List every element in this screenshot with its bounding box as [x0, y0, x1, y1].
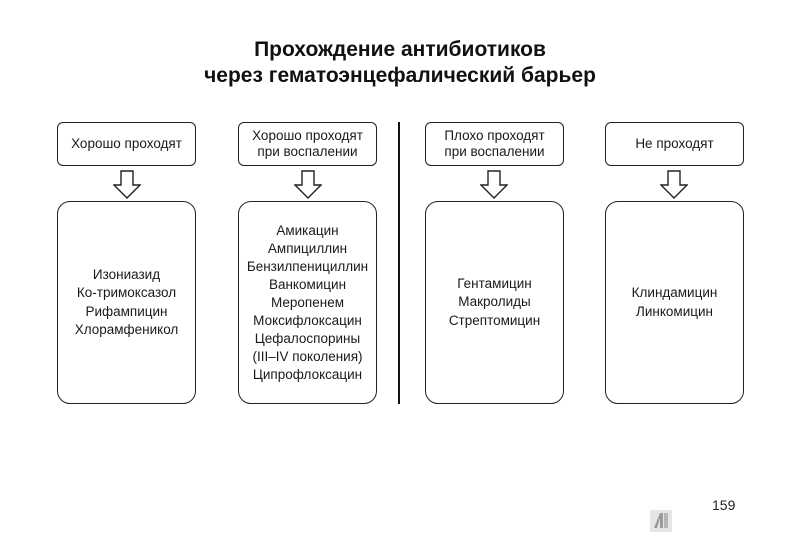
drug-item: Макролиды [458, 294, 531, 310]
diagram-title-line-2: через гематоэнцефалический барьер [204, 64, 596, 87]
drug-item: Меропенем [271, 294, 344, 310]
down-arrow-icon [660, 170, 688, 199]
drug-item: Амикацин [276, 222, 339, 238]
header-poor-pass-inflammation: Плохо проходят при воспалении [425, 122, 564, 166]
drug-item: Стрептомицин [448, 312, 541, 328]
drug-item: Изониазид [92, 266, 161, 282]
drugs-box-well-pass: Изониазид Ко-тримоксазол Рифампицин Хлор… [57, 201, 196, 404]
drug-item: Цефалоспорины [254, 330, 361, 346]
column-divider [398, 122, 400, 404]
drugs-box-well-pass-inflammation: Амикацин Ампициллин Бензилпенициллин Ван… [238, 201, 377, 404]
drug-item: Ампициллин [267, 240, 348, 256]
publisher-logo-icon [650, 510, 672, 532]
page-number: 159 [712, 497, 736, 513]
header-no-pass: Не проходят [605, 122, 744, 166]
drug-item: Рифампицин [85, 303, 168, 319]
diagram-title-line-1: Прохождение антибиотиков [254, 38, 546, 61]
header-well-pass-line-1: Хорошо проходят [71, 136, 182, 151]
drug-item: (III–IV поколения) [252, 348, 363, 364]
down-arrow-icon [480, 170, 508, 199]
drug-item: Моксифлоксацин [253, 312, 362, 328]
drug-item: Бензилпенициллин [246, 258, 369, 274]
drug-item: Ципрофлоксацин [252, 366, 363, 382]
drug-item: Клиндамицин [631, 285, 718, 300]
header-well-pass-inflammation-line-2: при воспалении [257, 144, 358, 159]
header-well-pass: Хорошо проходят [57, 122, 196, 166]
drug-item: Гентамицин [457, 275, 532, 291]
drug-item: Ко-тримоксазол [76, 285, 177, 300]
drug-item: Хлорамфеникол [74, 322, 179, 337]
drug-item: Линкомицин [636, 303, 713, 319]
drug-item: Ванкомицин [268, 276, 347, 292]
header-well-pass-inflammation: Хорошо проходят при воспалении [238, 122, 377, 166]
drugs-box-poor-pass-inflammation: Гентамицин Макролиды Стрептомицин [425, 201, 564, 404]
header-well-pass-inflammation-line-1: Хорошо проходят [252, 128, 363, 143]
down-arrow-icon [294, 170, 322, 199]
down-arrow-icon [113, 170, 141, 199]
header-poor-pass-inflammation-line-1: Плохо проходят [444, 128, 545, 143]
drugs-box-no-pass: Клиндамицин Линкомицин [605, 201, 744, 404]
header-poor-pass-inflammation-line-2: при воспалении [444, 144, 545, 159]
header-no-pass-line-1: Не проходят [635, 136, 714, 151]
